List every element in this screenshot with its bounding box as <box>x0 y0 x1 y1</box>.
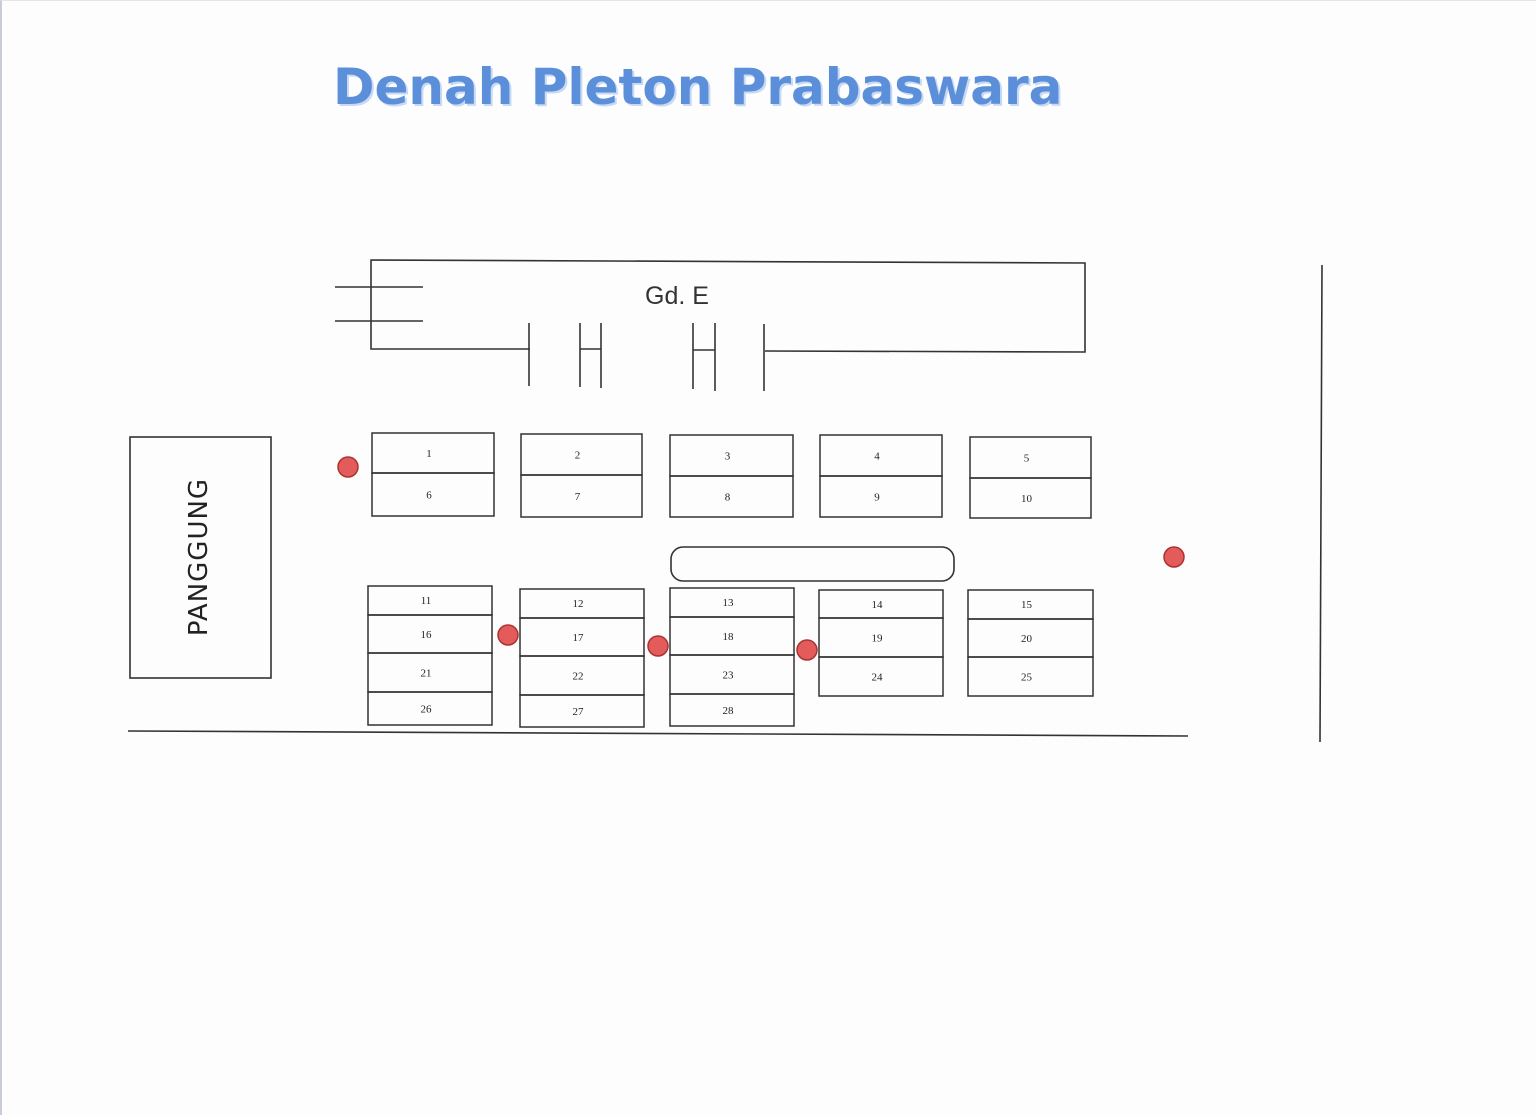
seat-number: 10 <box>1021 493 1033 505</box>
seat-number: 1 <box>426 448 432 460</box>
seat-cell <box>967 656 1094 697</box>
bottom-seat-group: 12 17 22 27 <box>519 588 645 728</box>
red-dot-marker <box>647 635 669 657</box>
seat-number: 3 <box>725 451 731 463</box>
seat-cell <box>819 434 943 477</box>
red-dot-marker <box>337 456 359 478</box>
red-dot-marker <box>796 639 818 661</box>
seat-number: 26 <box>421 704 433 716</box>
seat-number: 15 <box>1021 599 1033 611</box>
right-boundary-line <box>1319 264 1323 743</box>
seat-cell <box>519 694 645 728</box>
seat-number: 27 <box>573 706 585 718</box>
seat-number: 9 <box>874 492 880 504</box>
seat-cell <box>520 474 643 518</box>
page-title: Denah Pleton Prabaswara <box>333 58 1063 116</box>
stage-label: PANGGUNG <box>184 478 214 636</box>
bottom-seat-group: 13 18 23 28 <box>669 587 795 727</box>
podium-table <box>670 546 955 582</box>
seat-number: 5 <box>1024 453 1030 465</box>
building-label: Gd. E <box>645 282 709 310</box>
top-seat-group: 49 <box>819 434 943 518</box>
seat-number: 21 <box>421 668 432 680</box>
seat-number: 13 <box>723 597 735 609</box>
seat-number: 24 <box>872 672 884 684</box>
bottom-seat-group: 11 16 21 26 <box>367 585 493 726</box>
top-seat-group: 27 <box>520 433 643 518</box>
seat-number: 17 <box>573 632 585 644</box>
seat-number: 14 <box>872 599 884 611</box>
ground-line <box>127 730 1189 737</box>
seat-cell <box>818 656 944 697</box>
seat-number: 2 <box>575 450 581 462</box>
seat-number: 12 <box>573 598 584 610</box>
seat-number: 6 <box>426 490 432 502</box>
seat-cell <box>367 691 493 726</box>
seat-number: 8 <box>725 492 731 504</box>
building-gd-e <box>335 259 1086 391</box>
seat-number: 23 <box>723 670 735 682</box>
red-dot-marker <box>497 624 519 646</box>
seat-number: 28 <box>723 705 735 717</box>
seat-cell <box>371 472 495 517</box>
seat-number: 7 <box>575 491 581 503</box>
red-dot-marker <box>1163 546 1185 568</box>
seat-cell <box>669 693 795 727</box>
top-seat-group: 5 10 <box>969 436 1092 519</box>
seat-cell <box>371 432 495 474</box>
seat-cell <box>520 433 643 476</box>
seat-number: 22 <box>573 671 584 683</box>
seat-number: 25 <box>1021 672 1033 684</box>
bottom-seat-group: 14 19 24 <box>818 589 944 697</box>
seat-cell <box>819 475 943 518</box>
seat-cell <box>669 475 794 518</box>
stage-box <box>129 436 272 679</box>
seat-cell <box>969 436 1092 479</box>
building-outline <box>370 259 1086 353</box>
seat-number: 11 <box>421 595 432 607</box>
seat-cell <box>669 434 794 477</box>
bottom-seat-group: 15 20 25 <box>967 589 1094 697</box>
top-seat-group: 38 <box>669 434 794 518</box>
seat-number: 19 <box>872 633 884 645</box>
top-seat-group: 16 <box>371 432 495 517</box>
seat-number: 18 <box>723 631 735 643</box>
seat-cell <box>969 477 1092 519</box>
seat-number: 20 <box>1021 633 1033 645</box>
seat-number: 16 <box>421 629 433 641</box>
seat-number: 4 <box>874 451 880 463</box>
